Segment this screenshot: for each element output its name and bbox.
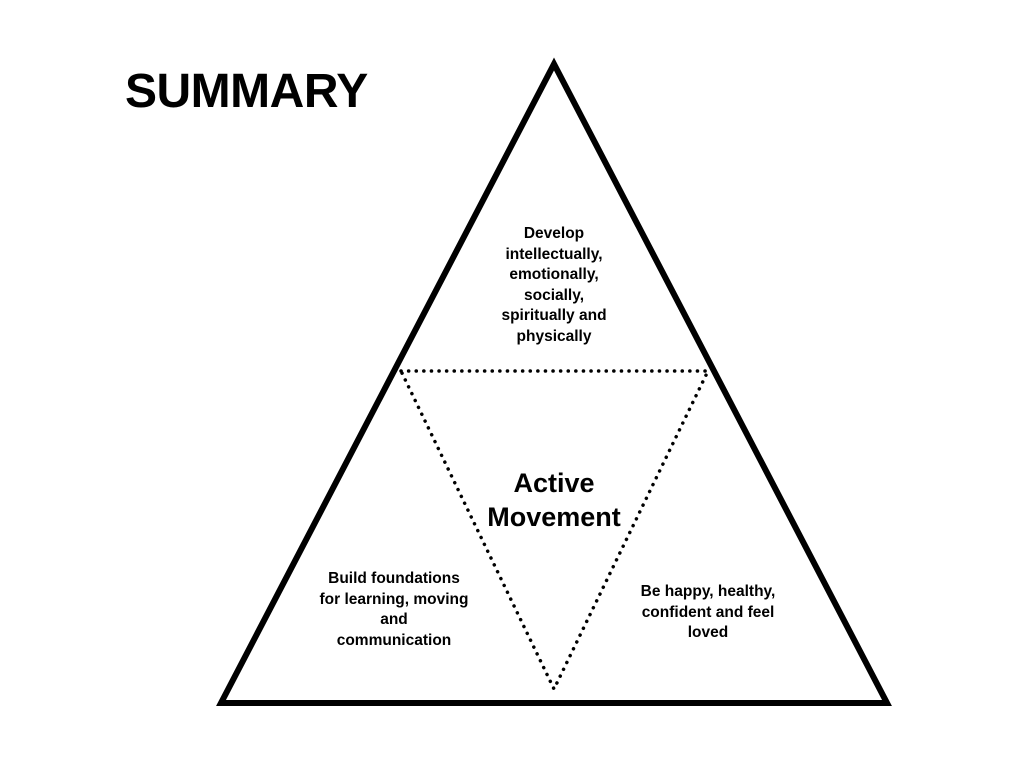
center-section-label: Active Movement [487,468,621,532]
left-section-label: Build foundations for learning, moving a… [319,570,469,649]
right-section-label: Be happy, healthy, confident and feel lo… [640,583,776,641]
outer-triangle [216,57,892,706]
top-section-label: Develop intellectually, emotionally, soc… [501,225,607,345]
slide-title: SUMMARY [125,65,368,118]
inner-dotted-triangle [398,369,711,694]
